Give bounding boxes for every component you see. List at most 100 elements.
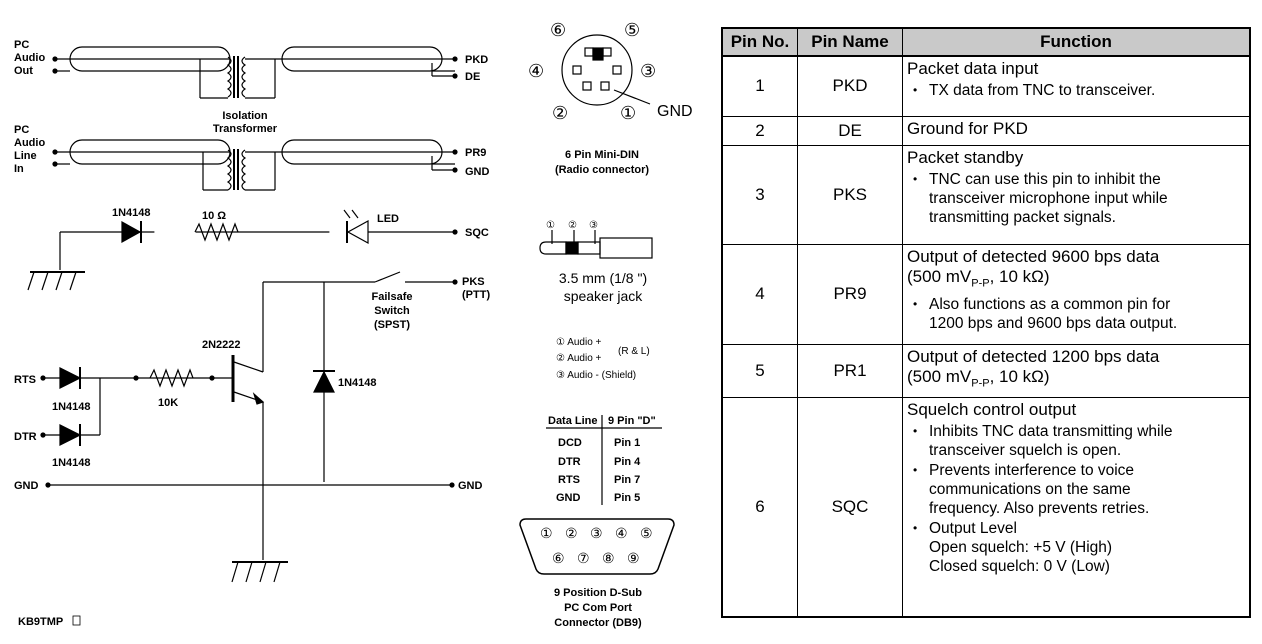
db9-row-4-line: GND <box>556 492 581 504</box>
pin-number-cell: 3 <box>721 144 798 245</box>
db9-pin-6: ⑥ <box>552 550 565 566</box>
function-bullets: Inhibits TNC data transmitting while tra… <box>907 422 1245 576</box>
list-item: Also functions as a common pin for 1200 … <box>911 295 1245 333</box>
table-header-row: Pin No. Pin Name Function <box>721 27 1251 57</box>
db9-row-1-pin: Pin 1 <box>614 437 640 449</box>
resistor2-label: 10K <box>158 397 178 409</box>
audio-in-circuit <box>52 139 458 191</box>
header-pin-name: Pin Name <box>797 27 903 57</box>
pin-name-cell: PKD <box>797 55 903 117</box>
pin-name-cell: PR9 <box>797 243 903 345</box>
db9-pin-2: ② <box>565 525 578 541</box>
gnd-left-label: GND <box>14 480 39 492</box>
db9-header-pin: 9 Pin "D" <box>608 415 656 427</box>
function-cell: Output of detected 9600 bps data(500 mVP… <box>902 243 1251 345</box>
din-gnd-label: GND <box>657 103 693 120</box>
function-cell: Packet data input TX data from TNC to tra… <box>902 55 1251 117</box>
db9-row-3-line: RTS <box>558 474 580 486</box>
diode1-label: 1N4148 <box>112 207 151 219</box>
sqc-circuit <box>27 209 458 291</box>
speaker-jack <box>539 230 653 259</box>
list-item: Output Level Open squelch: +5 V (High) C… <box>911 519 1245 576</box>
db9-table-lines <box>546 415 662 505</box>
jack-num-1: ① <box>546 220 555 231</box>
din-pin-1: ① <box>620 103 636 123</box>
pkd-label: PKD <box>465 54 488 66</box>
function-heading: Output of detected 1200 bps data(500 mVP… <box>907 346 1160 389</box>
gnd-right-label: GND <box>458 480 483 492</box>
sqc-label: SQC <box>465 227 489 239</box>
function-cell: Output of detected 1200 bps data(500 mVP… <box>902 343 1251 398</box>
list-item: TNC can use this pin to inhibit the tran… <box>911 170 1245 227</box>
pks-ptt-label: PKS(PTT) <box>462 276 490 301</box>
ptt-circuit <box>40 271 458 583</box>
resistor1-label: 10 Ω <box>202 210 226 222</box>
jack-num-3: ③ <box>589 220 598 231</box>
function-cell: Squelch control outputInhibits TNC data … <box>902 396 1251 619</box>
din-pin-4: ④ <box>528 61 544 81</box>
db9-pin-8: ⑧ <box>602 550 615 566</box>
pin-number-cell: 5 <box>721 343 798 398</box>
db9-pin-4: ④ <box>615 525 628 541</box>
jack-legend-side: (R & L) <box>618 346 650 357</box>
jack-legend-1: ① Audio + <box>556 337 602 348</box>
pin-name-cell: PKS <box>797 144 903 245</box>
led-label: LED <box>377 213 399 225</box>
header-function: Function <box>902 27 1251 57</box>
jack-legend-2: ② Audio + <box>556 353 602 364</box>
din-pin-2: ② <box>552 103 568 123</box>
function-heading: Packet data input <box>907 59 1039 78</box>
diode-dtr-label: 1N4148 <box>52 457 91 469</box>
credit-box <box>72 615 81 626</box>
header-pin-no: Pin No. <box>721 27 798 57</box>
pin-number-cell: 6 <box>721 396 798 619</box>
db9-row-2-line: DTR <box>558 456 581 468</box>
diode-rts-label: 1N4148 <box>52 401 91 413</box>
function-heading: Ground for PKD <box>907 118 1028 138</box>
dtr-label: DTR <box>14 431 37 443</box>
db9-connector <box>519 518 675 575</box>
din-pin-5: ⑤ <box>624 20 640 40</box>
din-pin-6: ⑥ <box>550 20 566 40</box>
function-bullets: TX data from TNC to transceiver. <box>907 81 1245 100</box>
list-item: Inhibits TNC data transmitting while tra… <box>911 422 1245 460</box>
pin-number-cell: 4 <box>721 243 798 345</box>
function-heading: Output of detected 9600 bps data(500 mVP… <box>907 246 1160 289</box>
gnd-audio-label: GND <box>465 166 490 178</box>
de-label: DE <box>465 71 480 83</box>
diode-right-label: 1N4148 <box>338 377 377 389</box>
pin-number-cell: 2 <box>721 115 798 146</box>
db9-row-3-pin: Pin 7 <box>614 474 640 486</box>
list-item: TX data from TNC to transceiver. <box>911 81 1245 100</box>
jack-caption: 3.5 mm (1/8 ")speaker jack <box>559 270 647 304</box>
transistor-label: 2N2222 <box>202 339 241 351</box>
db9-header-dataline: Data Line <box>548 415 598 427</box>
db9-row-1-line: DCD <box>558 437 582 449</box>
db9-pin-9: ⑨ <box>627 550 640 566</box>
din-pin-3: ③ <box>640 61 656 81</box>
function-cell: Packet standbyTNC can use this pin to in… <box>902 144 1251 245</box>
din-caption: 6 Pin Mini-DIN(Radio connector) <box>555 149 649 176</box>
rts-label: RTS <box>14 374 36 386</box>
function-bullets: TNC can use this pin to inhibit the tran… <box>907 170 1245 227</box>
function-cell: Ground for PKD <box>902 115 1251 146</box>
db9-pin-7: ⑦ <box>577 550 590 566</box>
pin-number-cell: 1 <box>721 55 798 117</box>
db9-row-2-pin: Pin 4 <box>614 456 641 468</box>
pin-name-cell: SQC <box>797 396 903 619</box>
pin-name-cell: DE <box>797 115 903 146</box>
mini-din-connector <box>561 34 651 106</box>
db9-pin-1: ① <box>540 525 553 541</box>
function-heading: Packet standby <box>907 147 1024 167</box>
